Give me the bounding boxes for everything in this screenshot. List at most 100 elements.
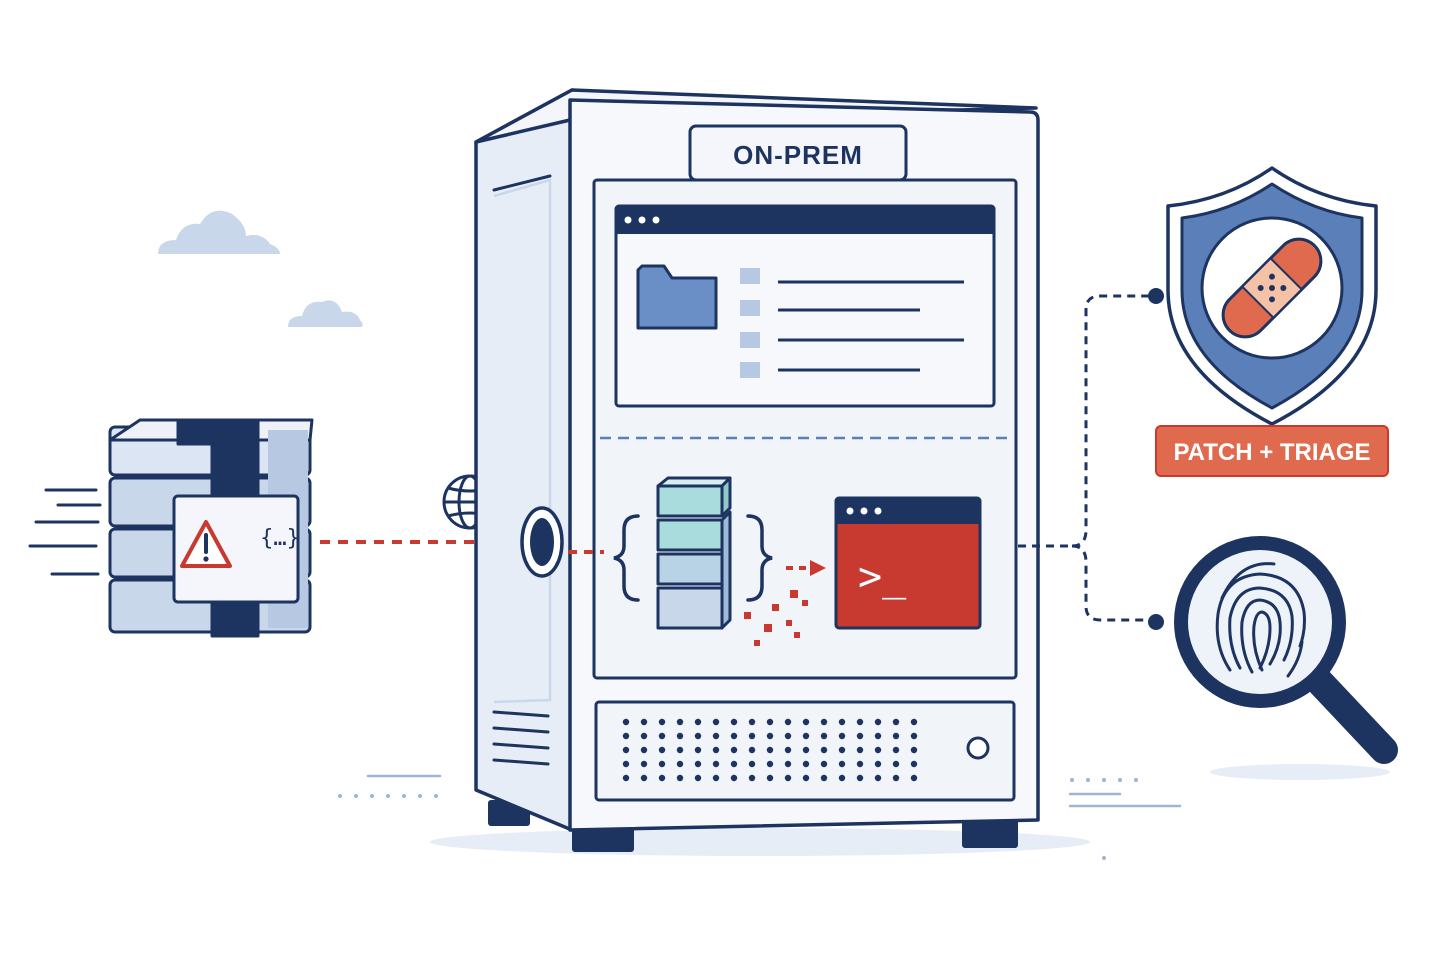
ground-dot: [1118, 778, 1122, 782]
grille-hole: [784, 774, 792, 782]
grille-hole: [874, 774, 882, 782]
grille-hole: [838, 732, 846, 740]
grille-hole: [766, 746, 774, 754]
grille-hole: [838, 760, 846, 768]
ground-dot: [1070, 778, 1074, 782]
grille-hole: [658, 774, 666, 782]
brace-left: [613, 514, 640, 602]
grille-hole: [694, 774, 702, 782]
grille-hole: [676, 774, 684, 782]
grille-hole: [730, 732, 738, 740]
warning-icon: [180, 520, 232, 568]
grille-hole: [820, 774, 828, 782]
grille-hole: [712, 760, 720, 768]
connector-node-bottom: [1148, 614, 1164, 630]
grille-hole: [820, 718, 828, 726]
grille-hole: [748, 746, 756, 754]
grille-hole: [730, 718, 738, 726]
ground-dot: [402, 794, 406, 798]
grille-hole: [622, 760, 630, 768]
grille-hole: [694, 746, 702, 754]
grille-hole: [892, 760, 900, 768]
grille-hole: [748, 732, 756, 740]
grille-hole: [892, 774, 900, 782]
grille-hole: [838, 718, 846, 726]
grille-hole: [802, 746, 810, 754]
ground-dot: [338, 794, 342, 798]
output-connector: [1018, 294, 1150, 622]
grille-hole: [712, 732, 720, 740]
terminal-icon: [834, 496, 982, 630]
grille-hole: [712, 774, 720, 782]
grille-hole: [766, 774, 774, 782]
ground-lines: [366, 774, 1182, 808]
grille-hole: [622, 746, 630, 754]
power-button: [966, 736, 990, 760]
grille-hole: [748, 718, 756, 726]
grille-hole: [784, 746, 792, 754]
grille-hole: [892, 746, 900, 754]
grille-hole: [676, 760, 684, 768]
cloud-icon: [158, 210, 280, 254]
grille-hole: [766, 732, 774, 740]
grille-hole: [658, 732, 666, 740]
terminal-prompt: >_: [858, 554, 907, 600]
grille-hole: [622, 774, 630, 782]
grille-hole: [730, 760, 738, 768]
magnifier-shadow: [1210, 764, 1390, 780]
grille-hole: [910, 732, 918, 740]
grille-hole: [640, 746, 648, 754]
grille-hole: [838, 774, 846, 782]
grille-hole: [892, 732, 900, 740]
grille-hole: [910, 760, 918, 768]
server-foot: [962, 818, 1018, 848]
server-badge-label: ON-PREM: [733, 140, 863, 170]
grille-hole: [874, 746, 882, 754]
grille-hole: [910, 746, 918, 754]
ground-dot: [354, 794, 358, 798]
grille-hole: [820, 746, 828, 754]
grille-hole: [874, 718, 882, 726]
ground-dot: [1102, 856, 1106, 860]
ground-dot: [434, 794, 438, 798]
magnifier-icon: [1174, 536, 1398, 764]
ground-dot: [418, 794, 422, 798]
brace-right: [746, 514, 773, 602]
grille-hole: [802, 718, 810, 726]
grille-hole: [640, 760, 648, 768]
grille-hole: [640, 774, 648, 782]
server-foot: [572, 826, 634, 852]
server-grille: [622, 718, 918, 782]
grille-hole: [712, 718, 720, 726]
grille-hole: [766, 760, 774, 768]
grille-hole: [856, 746, 864, 754]
grille-hole: [658, 760, 666, 768]
side-panel-edge: [493, 178, 552, 704]
grille-hole: [820, 760, 828, 768]
object-stack: [656, 476, 732, 630]
grille-hole: [856, 718, 864, 726]
grille-hole: [622, 732, 630, 740]
grille-hole: [784, 732, 792, 740]
cloud-icon-small: [288, 300, 363, 327]
grille-hole: [676, 746, 684, 754]
grille-hole: [694, 760, 702, 768]
grille-hole: [838, 746, 846, 754]
grille-hole: [802, 732, 810, 740]
patch-badge-label: PATCH + TRIAGE: [1173, 439, 1370, 466]
ground-dot: [1086, 778, 1090, 782]
grille-hole: [658, 746, 666, 754]
grille-hole: [676, 732, 684, 740]
file-list: [740, 268, 964, 378]
ground-dot: [386, 794, 390, 798]
grille-hole: [874, 732, 882, 740]
file-browser-window: [614, 204, 996, 408]
grille-hole: [694, 718, 702, 726]
grille-hole: [856, 760, 864, 768]
grille-hole: [748, 774, 756, 782]
grille-hole: [856, 774, 864, 782]
ground-dot: [1134, 778, 1138, 782]
grille-hole: [748, 760, 756, 768]
